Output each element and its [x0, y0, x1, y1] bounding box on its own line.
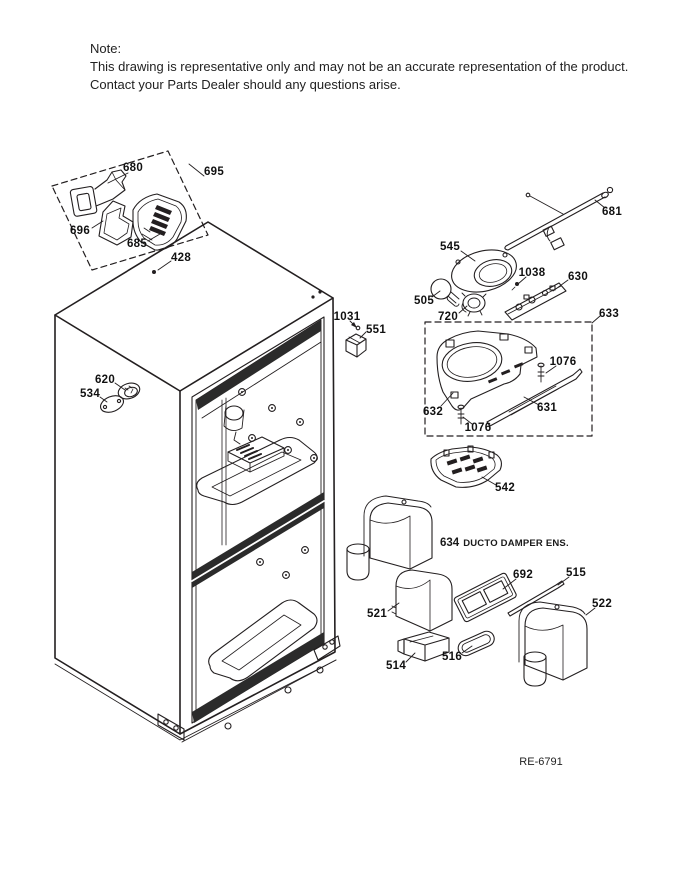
leader-lines: [91, 163, 606, 663]
part-label-631: 631: [536, 402, 558, 414]
damper-plate-692-drawing: [453, 572, 517, 623]
part-label-720: 720: [437, 311, 459, 323]
part-label-620: 620: [94, 374, 116, 386]
part-label-1031: 1031: [333, 311, 361, 323]
part-label-695: 695: [203, 166, 225, 178]
part-label-522: 522: [591, 598, 613, 610]
switch-box-551: [345, 325, 367, 358]
screw-1076-b: [457, 404, 465, 425]
grommet-620: [117, 382, 141, 400]
light-bulb-drawing: [430, 278, 460, 307]
part-label-505: 505: [413, 295, 435, 307]
screw-1076-a: [537, 362, 545, 383]
part-label-685: 685: [126, 238, 148, 250]
part-label-534: 534: [79, 388, 101, 400]
vent-louvered-cover-685: [132, 193, 187, 251]
note-heading: Note:: [90, 41, 122, 56]
part-label-1076-b: 1076: [464, 422, 492, 434]
control-board-drawing: [504, 282, 567, 321]
fan-shroud-assembly-drawing: [424, 321, 593, 437]
gasket-516-drawing: [457, 630, 495, 657]
lamp-shield-drawing: [451, 249, 517, 293]
trim-strip-631: [486, 368, 583, 427]
vent-grille-542-drawing: [430, 445, 503, 488]
part-label-633: 633: [598, 308, 620, 320]
damper-assembly-drawing: [346, 495, 433, 581]
part-label-515: 515: [565, 567, 587, 579]
part-label-551: 551: [365, 324, 387, 336]
part-label-692: 692: [512, 569, 534, 581]
damper-cover-521-drawing: [391, 569, 453, 632]
damper-assembly-label: 634 DUCTO DAMPER ENS.: [440, 537, 569, 549]
part-label-542: 542: [494, 482, 516, 494]
part-label-696: 696: [69, 225, 91, 237]
diagram-reference: RE-6791: [519, 756, 563, 768]
part-label-545: 545: [439, 241, 461, 253]
part-label-516: 516: [441, 651, 463, 663]
seal-strip-515-drawing: [507, 580, 565, 617]
top-vent-assembly-drawing: [51, 150, 209, 271]
part-label-514: 514: [385, 660, 407, 672]
cover-plate-534: [99, 395, 125, 413]
part-label-680: 680: [122, 162, 144, 174]
sensor-box-514-drawing: [397, 631, 450, 662]
arrow-1031: [351, 322, 357, 328]
note-line-1: This drawing is representative only and …: [90, 59, 629, 74]
refrigerator-cabinet-drawing: [54, 221, 367, 743]
lamp-socket-drawing: [461, 292, 487, 317]
part-label-1076-a: 1076: [549, 356, 577, 368]
note-block: Note: This drawing is representative onl…: [90, 40, 630, 94]
wire-harness-drawing: [504, 186, 614, 251]
part-label-1038: 1038: [518, 267, 546, 279]
note-line-2: Contact your Parts Dealer should any que…: [90, 77, 401, 92]
part-label-428: 428: [170, 252, 192, 264]
damper-assembly-name: DUCTO DAMPER ENS.: [463, 538, 569, 549]
damper-cover-522-drawing: [518, 601, 588, 687]
fan-shroud-632: [436, 330, 538, 411]
part-label-521: 521: [366, 608, 388, 620]
part-label-681: 681: [601, 206, 623, 218]
screw-1038-drawing: [511, 282, 519, 291]
part-label-632: 632: [422, 406, 444, 418]
vent-bracket-680: [69, 169, 127, 217]
part-label-630: 630: [567, 271, 589, 283]
damper-assembly-number: 634: [440, 537, 460, 549]
